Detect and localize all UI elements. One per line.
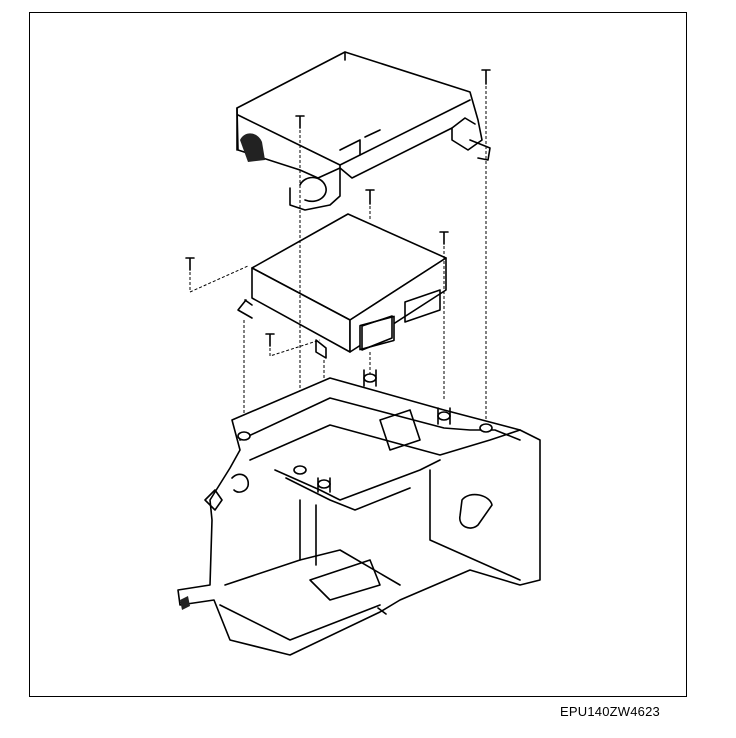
- cover-bracket-icon: [236, 51, 491, 211]
- control-module-icon: [237, 213, 447, 359]
- figure-code: EPU140ZW4623: [560, 704, 660, 719]
- figure-frame: [29, 12, 687, 697]
- mounting-bracket-icon: [177, 369, 541, 656]
- screw-icon: [185, 69, 491, 347]
